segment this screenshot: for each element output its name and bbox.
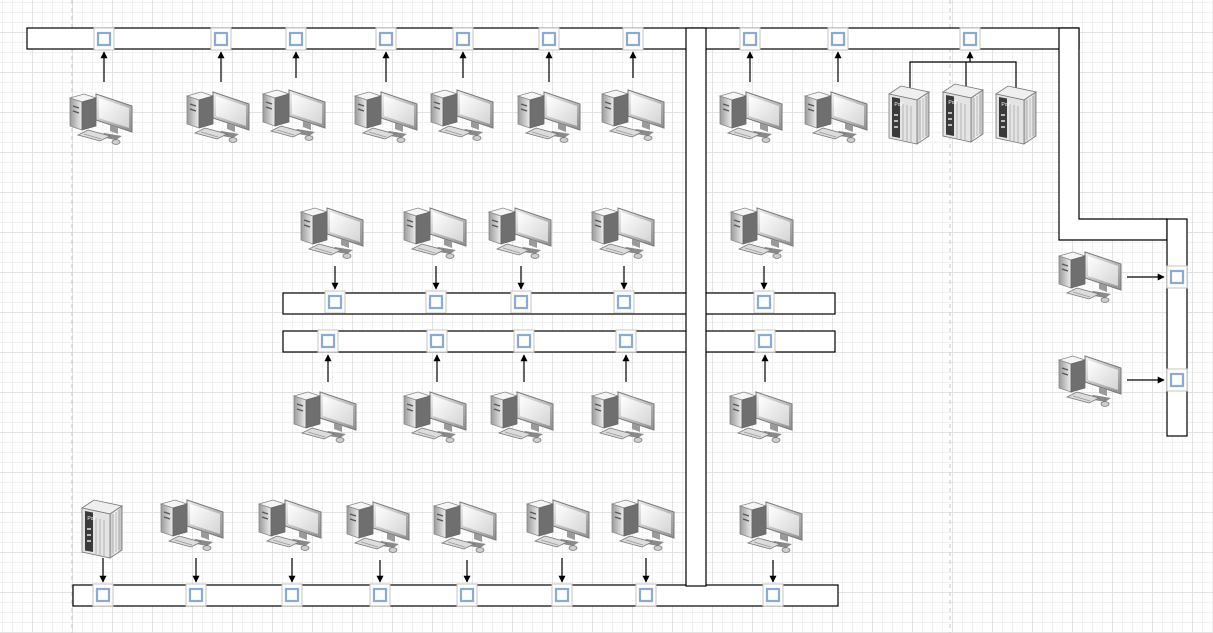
top-pc-6[interactable]: [517, 91, 581, 144]
top-pc-5[interactable]: [430, 89, 494, 142]
port-connector[interactable]: [368, 582, 392, 608]
bottom-pc-5[interactable]: [526, 499, 590, 552]
port-connector[interactable]: [826, 26, 850, 52]
top-server-2[interactable]: [942, 83, 984, 143]
right-branch-group: [1058, 251, 1189, 408]
port-connector[interactable]: [280, 582, 304, 608]
port-connector[interactable]: [634, 582, 658, 608]
port-connector[interactable]: [1165, 264, 1189, 290]
bottom-row: [81, 499, 803, 608]
middle-upper-group: [300, 207, 794, 315]
top-server-1[interactable]: [888, 85, 930, 145]
port-connector[interactable]: [374, 26, 398, 52]
top-pc-2[interactable]: [186, 91, 250, 144]
port-connector[interactable]: [550, 582, 574, 608]
port-connector[interactable]: [512, 328, 536, 354]
port-connector[interactable]: [209, 26, 233, 52]
port-connector[interactable]: [753, 328, 777, 354]
bottom-pc-1[interactable]: [160, 499, 224, 552]
mid-lower-pc-3[interactable]: [490, 391, 554, 444]
port-connector[interactable]: [184, 582, 208, 608]
mid-upper-pc-1[interactable]: [300, 207, 364, 260]
right-branch-connector: [1058, 27, 1168, 241]
bottom-pc-6[interactable]: [611, 499, 675, 552]
right-pc-2[interactable]: [1058, 355, 1122, 408]
bottom-pc-7[interactable]: [739, 501, 803, 554]
bottom-pc-3[interactable]: [346, 501, 410, 554]
top-row: [69, 26, 1037, 146]
server-group-link: [909, 61, 1017, 88]
port-connector[interactable]: [92, 26, 116, 52]
upper-middle-bus[interactable]: [282, 292, 836, 315]
mid-lower-pc-1[interactable]: [293, 391, 357, 444]
top-pc-7[interactable]: [601, 89, 665, 142]
mid-upper-pc-3[interactable]: [488, 207, 552, 260]
top-pc-3[interactable]: [262, 89, 326, 142]
port-connector[interactable]: [91, 582, 115, 608]
port-connector[interactable]: [284, 26, 308, 52]
bottom-server-1[interactable]: [81, 499, 123, 559]
mid-upper-pc-2[interactable]: [403, 207, 467, 260]
mid-upper-pc-4[interactable]: [591, 207, 655, 260]
mid-lower-pc-2[interactable]: [403, 391, 467, 444]
port-connector[interactable]: [537, 26, 561, 52]
top-pc-9[interactable]: [804, 91, 868, 144]
port-connector[interactable]: [761, 582, 785, 608]
port-connector[interactable]: [424, 289, 448, 315]
mid-upper-pc-5[interactable]: [730, 207, 794, 260]
bottom-pc-2[interactable]: [258, 499, 322, 552]
top-server-3[interactable]: [995, 85, 1037, 145]
port-connector[interactable]: [614, 328, 638, 354]
port-connector[interactable]: [316, 328, 340, 354]
mid-lower-pc-5[interactable]: [729, 391, 793, 444]
port-connector[interactable]: [958, 26, 982, 52]
port-connector[interactable]: [323, 289, 347, 315]
port-connector[interactable]: [752, 289, 776, 315]
port-connector[interactable]: [1165, 367, 1189, 393]
middle-lower-group: [293, 328, 793, 444]
top-pc-8[interactable]: [719, 91, 783, 144]
lower-middle-bus[interactable]: [282, 330, 836, 353]
port-connector[interactable]: [455, 582, 479, 608]
right-pc-1[interactable]: [1058, 251, 1122, 304]
bottom-pc-4[interactable]: [433, 501, 497, 554]
port-connector[interactable]: [425, 328, 449, 354]
top-pc-4[interactable]: [354, 91, 418, 144]
port-connector[interactable]: [738, 26, 762, 52]
right-branch-bus[interactable]: [1166, 218, 1188, 437]
mid-lower-pc-4[interactable]: [591, 391, 655, 444]
port-connector[interactable]: [621, 26, 645, 52]
vertical-trunk[interactable]: [685, 27, 707, 587]
port-connector[interactable]: [612, 289, 636, 315]
top-pc-1[interactable]: [69, 93, 133, 146]
port-connector[interactable]: [509, 289, 533, 315]
port-connector[interactable]: [451, 26, 475, 52]
